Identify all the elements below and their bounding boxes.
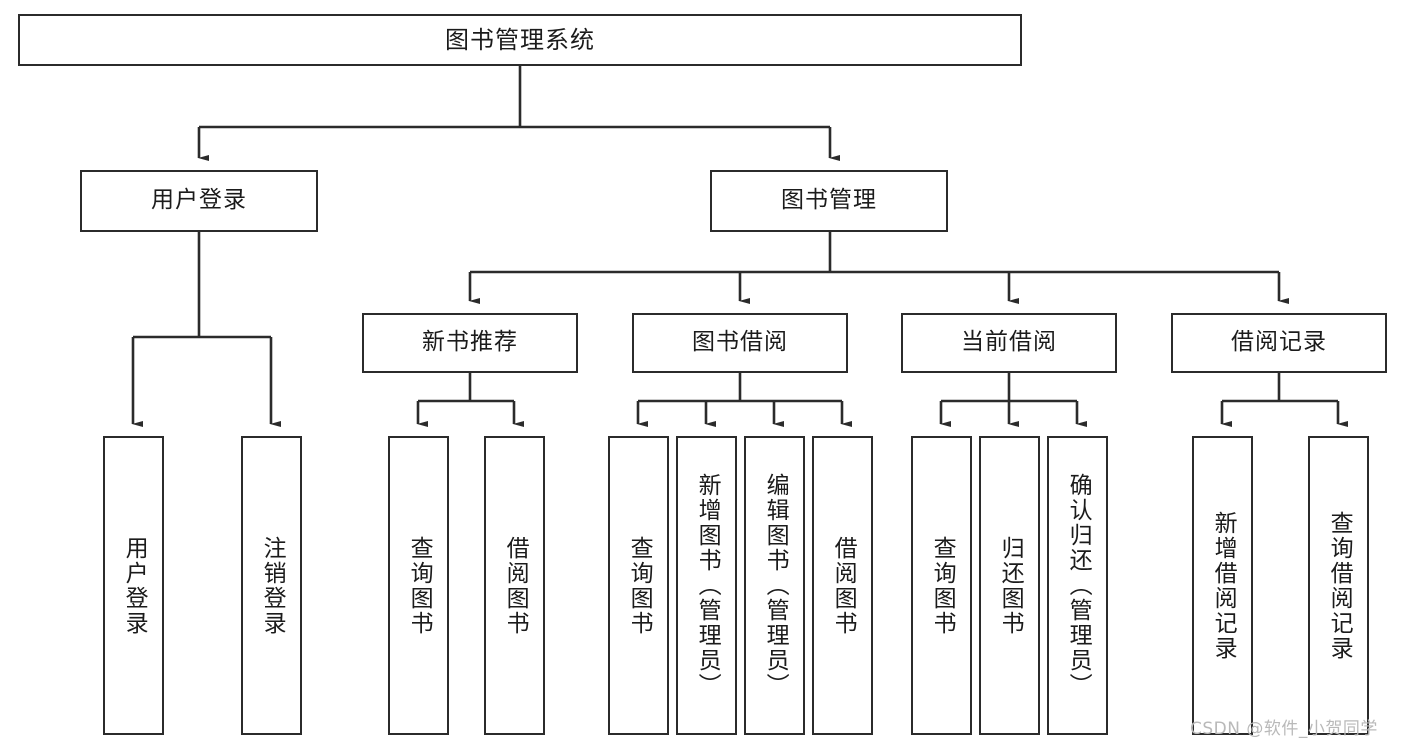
- leaf-user-logout-label: 注销登录: [259, 535, 286, 636]
- leaf-borrow-book-1-label: 借阅图书: [502, 535, 529, 636]
- leaf-borrow-book-2[interactable]: 借阅图书: [812, 436, 873, 735]
- leaf-query-book-2[interactable]: 查询图书: [608, 436, 669, 735]
- node-current-borrow[interactable]: 当前借阅: [901, 313, 1117, 373]
- leaf-user-logout[interactable]: 注销登录: [241, 436, 302, 735]
- leaf-confirm-return[interactable]: 确认归还（管理员）: [1047, 436, 1108, 735]
- node-new-book-rec[interactable]: 新书推荐: [362, 313, 578, 373]
- node-current-borrow-label: 当前借阅: [961, 329, 1057, 356]
- leaf-add-book-label: 新增图书（管理员）: [694, 473, 721, 698]
- leaf-query-book-1[interactable]: 查询图书: [388, 436, 449, 735]
- leaf-add-book[interactable]: 新增图书（管理员）: [676, 436, 737, 735]
- leaf-confirm-return-label: 确认归还（管理员）: [1065, 473, 1092, 698]
- leaf-query-book-3[interactable]: 查询图书: [911, 436, 972, 735]
- leaf-query-book-3-label: 查询图书: [929, 535, 956, 636]
- leaf-edit-book-label: 编辑图书（管理员）: [762, 473, 789, 698]
- leaf-borrow-book-2-label: 借阅图书: [830, 535, 857, 636]
- leaf-return-book-label: 归还图书: [997, 535, 1024, 636]
- leaf-borrow-book-1[interactable]: 借阅图书: [484, 436, 545, 735]
- node-borrow-record[interactable]: 借阅记录: [1171, 313, 1387, 373]
- node-book-manage-label: 图书管理: [781, 187, 877, 214]
- leaf-edit-book[interactable]: 编辑图书（管理员）: [744, 436, 805, 735]
- node-borrow-record-label: 借阅记录: [1231, 329, 1327, 356]
- leaf-return-book[interactable]: 归还图书: [979, 436, 1040, 735]
- node-root-label: 图书管理系统: [445, 25, 595, 54]
- node-user-login[interactable]: 用户登录: [80, 170, 318, 232]
- node-root[interactable]: 图书管理系统: [18, 14, 1022, 66]
- leaf-add-record[interactable]: 新增借阅记录: [1192, 436, 1253, 735]
- csdn-watermark: CSDN @软件_小贺同学: [1190, 719, 1378, 739]
- leaf-query-book-1-label: 查询图书: [406, 535, 433, 636]
- leaf-query-book-2-label: 查询图书: [626, 535, 653, 636]
- leaf-user-login[interactable]: 用户登录: [103, 436, 164, 735]
- node-user-login-label: 用户登录: [151, 187, 247, 214]
- leaf-query-record[interactable]: 查询借阅记录: [1308, 436, 1369, 735]
- node-book-borrow[interactable]: 图书借阅: [632, 313, 848, 373]
- node-book-borrow-label: 图书借阅: [692, 329, 788, 356]
- node-book-manage[interactable]: 图书管理: [710, 170, 948, 232]
- node-new-book-rec-label: 新书推荐: [422, 329, 518, 356]
- leaf-query-record-label: 查询借阅记录: [1326, 510, 1353, 661]
- leaf-user-login-label: 用户登录: [121, 535, 148, 636]
- leaf-add-record-label: 新增借阅记录: [1210, 510, 1237, 661]
